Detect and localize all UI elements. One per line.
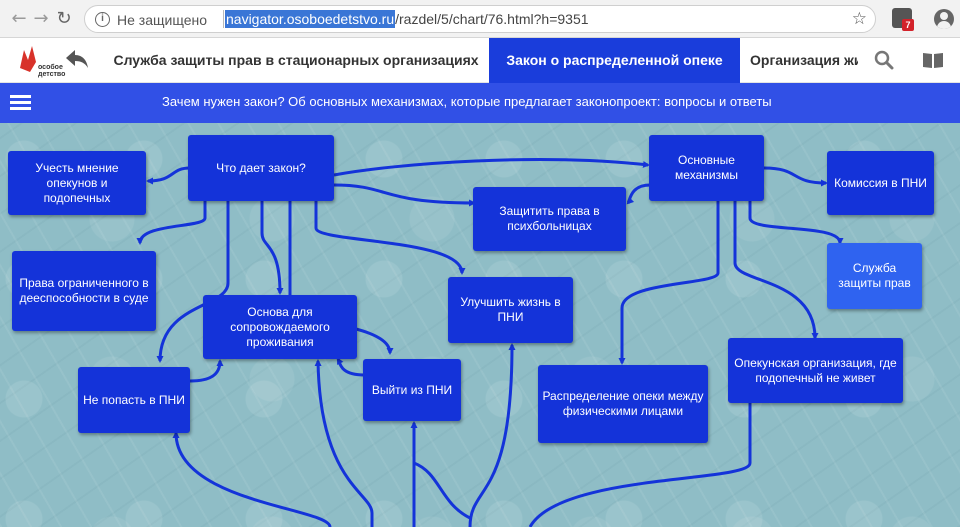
back-icon[interactable] (64, 47, 90, 71)
connector-law-to-notpni (156, 201, 230, 363)
node-protect-rights-psych[interactable]: Защитить права в психбольницах (473, 187, 626, 251)
address-bar[interactable]: i Не защищено navigator.osoboedetstvo.ru… (84, 5, 876, 33)
connector-mech-to-service (748, 201, 844, 245)
node-distribution-guardianship[interactable]: Распределение опеки между физическими ли… (538, 365, 708, 443)
node-rights-in-court[interactable]: Права ограниченного в дееспособности в с… (12, 251, 156, 331)
connector-law-to-court (136, 201, 207, 245)
connector-notpni-to-supported (189, 359, 224, 383)
site-header: особое детство Служба защиты прав в стац… (0, 38, 960, 83)
connector-law-to-mechanisms (333, 158, 650, 177)
account-icon[interactable] (934, 9, 954, 29)
node-improve-life-pni[interactable]: Улучшить жизнь в ПНИ (448, 277, 573, 343)
connector-mech-to-protect (626, 183, 651, 205)
connector-mech-to-commission (763, 166, 828, 187)
node-guardian-org[interactable]: Опекунская организация, где подопечный н… (728, 338, 903, 403)
connector-law-to-improve (314, 201, 466, 275)
url-divider (223, 10, 224, 28)
reload-icon[interactable]: ↻ (56, 8, 72, 29)
hamburger-menu-icon[interactable] (10, 95, 31, 111)
browser-toolbar: ← → ↻ i Не защищено navigator.osoboedets… (0, 0, 960, 38)
tab-guardianship-law[interactable]: Закон о распределенной опеке (489, 38, 740, 83)
connector-law-to-protect (333, 183, 476, 207)
connector-tree-to-notpni (172, 431, 332, 527)
book-icon[interactable] (922, 51, 944, 69)
connector-tree-to-supported (314, 359, 374, 527)
connector-tree-to-improve (468, 343, 516, 527)
url-host: navigator.osoboedetstvo.ru (225, 10, 396, 28)
node-protection-service[interactable]: Служба защиты прав (827, 243, 922, 309)
page-subheader: Зачем нужен закон? Об основных механизма… (0, 83, 960, 123)
node-main-mechanisms[interactable]: Основные механизмы (649, 135, 764, 201)
connector-law-to-supported (260, 201, 284, 295)
node-supported-living[interactable]: Основа для сопровождаемого проживания (203, 295, 357, 359)
node-not-get-into-pni[interactable]: Не попасть в ПНИ (78, 367, 190, 433)
logo-text-line1: особое (38, 64, 63, 71)
forward-arrow-icon[interactable]: → (33, 8, 49, 29)
extension-badge: 7 (902, 19, 914, 31)
connector-law-to-opinion (146, 166, 191, 185)
logo-text-line2: детство (38, 71, 66, 78)
connector-mech-to-distribution (618, 201, 720, 365)
connector-tree-branch (413, 461, 471, 520)
node-leave-pni[interactable]: Выйти из ПНИ (363, 359, 461, 421)
logo-text: особое детство (38, 64, 65, 78)
star-icon[interactable]: ☆ (851, 9, 867, 28)
back-arrow-icon[interactable]: ← (11, 8, 27, 29)
security-label: Не защищено (117, 12, 207, 28)
search-icon[interactable] (874, 50, 894, 70)
page-title: Зачем нужен закон? Об основных механизма… (162, 94, 772, 109)
node-commission-pni[interactable]: Комиссия в ПНИ (827, 151, 934, 215)
url-path: /razdel/5/chart/76.html?h=9351 (395, 11, 589, 27)
connector-mech-to-guardianorg (733, 201, 819, 340)
info-icon[interactable]: i (95, 12, 110, 27)
connector-guardianorg-down (528, 403, 752, 527)
tab-rights-service[interactable]: Служба защиты прав в стационарных органи… (113, 52, 479, 68)
tab-organization[interactable]: Организация жи (750, 52, 858, 68)
logo[interactable]: особое детство (14, 42, 65, 80)
diagram-canvas: Что дает закон? Учесть мнение опекунов и… (0, 123, 960, 527)
node-what-law-gives[interactable]: Что дает закон? (188, 135, 334, 201)
logo-mark-icon (20, 46, 36, 72)
url-text[interactable]: navigator.osoboedetstvo.ru/razdel/5/char… (225, 10, 589, 28)
connector-leave-to-supported (336, 357, 365, 377)
node-consider-opinion[interactable]: Учесть мнение опекунов и подопечных (8, 151, 146, 215)
